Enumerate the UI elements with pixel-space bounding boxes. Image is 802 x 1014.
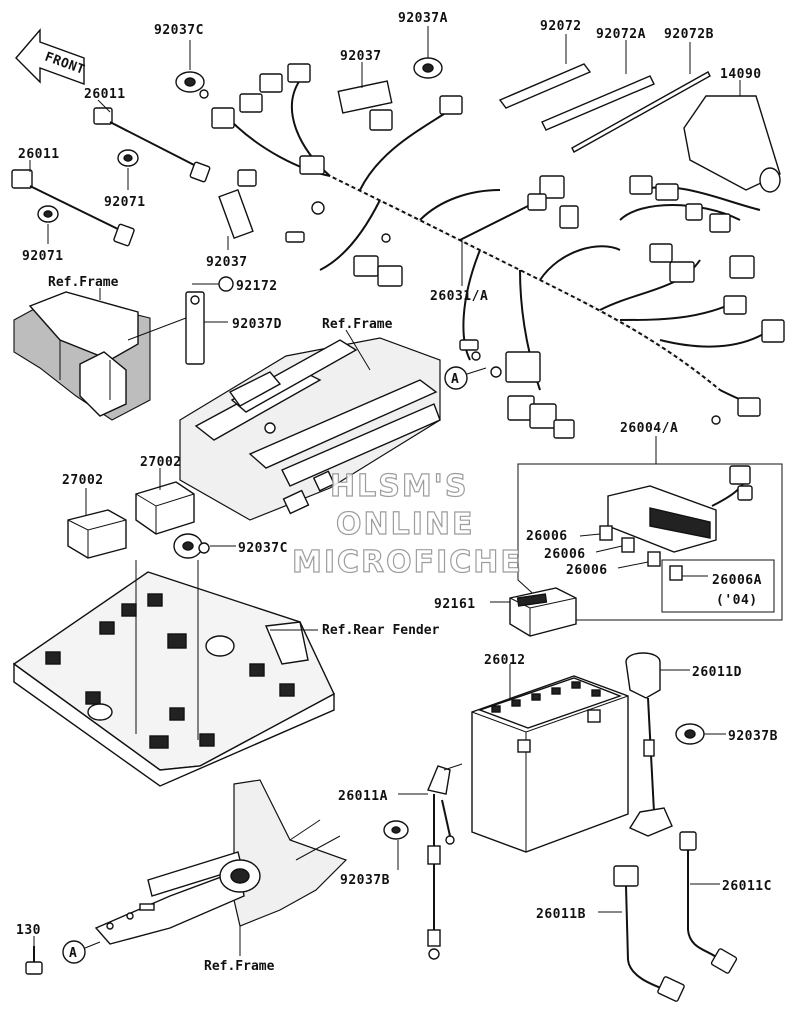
bolt-130-icon: [25, 946, 43, 975]
label-130: 130: [16, 923, 41, 938]
label-26011b: 26011B: [536, 907, 586, 922]
label-92071-a: 92071: [104, 195, 146, 210]
clamp-92037c-top-icon: [175, 71, 209, 99]
clamp-92037c-mid-icon: [173, 533, 210, 559]
strap-92037-mid-icon: [218, 189, 254, 239]
module-92161-icon: [509, 587, 577, 637]
label-26006-b: 26006: [544, 547, 586, 562]
label-26011d: 26011D: [692, 665, 742, 680]
label-92037a: 92037A: [398, 11, 448, 26]
screw-92172-icon: [206, 276, 234, 292]
watermark-line-1: HLSM'S: [330, 469, 468, 504]
relay-27002-b-icon: [135, 481, 195, 535]
ref-a-circle-1: A: [444, 366, 487, 390]
battery-26012-icon: [471, 675, 629, 853]
frame-left-icon: [13, 291, 151, 421]
ref-a-2-label: A: [69, 946, 77, 961]
rear-fender-tray-icon: [12, 571, 335, 787]
label-92037b-right: 92037B: [728, 729, 778, 744]
label-26011-a: 26011: [84, 87, 126, 102]
label-92037c-mid: 92037C: [238, 541, 288, 556]
clip-26006a-icon: [669, 565, 683, 581]
watermark-line-3: MICROFICHE: [292, 545, 523, 580]
watermark: HLSM'S ONLINE MICROFICHE: [291, 468, 523, 580]
tie-92072b-icon: [571, 71, 711, 153]
ref-a-1-label: A: [451, 372, 459, 387]
ref-frame-left: Ref.Frame: [48, 275, 119, 290]
label-26031a: 26031/A: [430, 289, 488, 304]
label-92161: 92161: [434, 597, 476, 612]
label-92037d: 92037D: [232, 317, 282, 332]
clip-26006-b-icon: [621, 537, 635, 553]
label-92072a: 92072A: [596, 27, 646, 42]
label-26006a-note: ('04): [716, 593, 758, 608]
label-27002-b: 27002: [140, 455, 182, 470]
frame-mid-icon: [179, 337, 441, 521]
label-26011a: 26011A: [338, 789, 388, 804]
lead-26011b-icon: [613, 865, 685, 1002]
label-26011-b: 26011: [18, 147, 60, 162]
label-92037c-top: 92037C: [154, 23, 204, 38]
lead-26011-lower-icon: [11, 169, 135, 247]
grommet-92071-upper-icon: [117, 149, 139, 167]
label-26006a: 26006A: [712, 573, 762, 588]
label-26006-c: 26006: [566, 563, 608, 578]
label-26006-a: 26006: [526, 529, 568, 544]
label-27002-a: 27002: [62, 473, 104, 488]
grommet-92071-lower-icon: [37, 205, 59, 223]
label-92071-b: 92071: [22, 249, 64, 264]
clip-26006-a-icon: [599, 525, 613, 541]
label-26011c: 26011C: [722, 879, 772, 894]
cover-14090-icon: [683, 95, 781, 193]
ecu-26004a-icon: [607, 465, 753, 553]
main-harness-26031a-icon: [211, 63, 785, 439]
clamp-92037a-icon: [413, 57, 443, 79]
label-92037-top: 92037: [340, 49, 382, 64]
label-26004a: 26004/A: [620, 421, 678, 436]
ref-frame-bottom: Ref.Frame: [204, 959, 275, 974]
strap-92037d-icon: [185, 291, 205, 365]
lead-26011d-icon: [625, 652, 673, 837]
label-92037-mid: 92037: [206, 255, 248, 270]
watermark-line-2: ONLINE: [336, 507, 475, 542]
relay-27002-a-icon: [67, 509, 127, 559]
box-26004a: [517, 436, 783, 621]
tie-92072-icon: [498, 63, 592, 109]
front-arrow-icon: FRONT: [15, 28, 87, 85]
strap-92037-top-icon: [337, 80, 393, 114]
label-14090: 14090: [720, 67, 762, 82]
tie-92072a-icon: [541, 75, 655, 131]
clip-26006-c-icon: [647, 551, 661, 567]
label-26012: 26012: [484, 653, 526, 668]
frame-bottom-icon: [94, 779, 348, 945]
ref-rear-fender: Ref.Rear Fender: [322, 623, 440, 638]
ref-frame-mid: Ref.Frame: [322, 317, 393, 332]
clamp-92037b-right-icon: [675, 723, 705, 745]
label-92072b: 92072B: [664, 27, 714, 42]
ref-a-circle-2: A: [62, 940, 101, 964]
clamp-92037b-left-icon: [383, 820, 409, 840]
label-92037b-left: 92037B: [340, 873, 390, 888]
lead-26011-upper-icon: [93, 107, 211, 183]
label-92172: 92172: [236, 279, 278, 294]
label-92072: 92072: [540, 19, 582, 34]
lead-26011a-icon: [427, 763, 463, 960]
lead-26011c-icon: [679, 831, 738, 974]
